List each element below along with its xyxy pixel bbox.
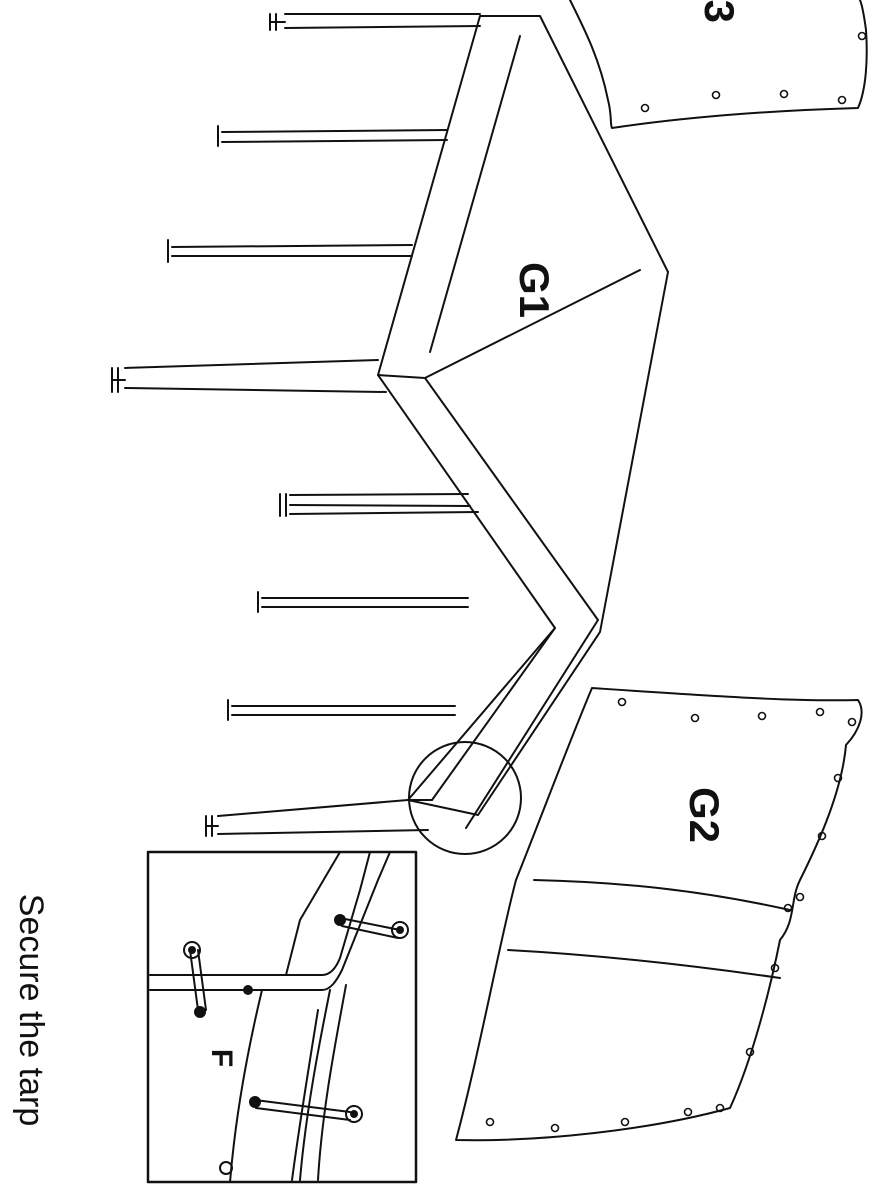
tarp-g2 <box>455 687 863 1142</box>
tarp-g3 <box>569 0 868 129</box>
frame-legs <box>111 13 481 837</box>
tarp-g1 <box>377 15 669 829</box>
label-g3: G3 <box>696 0 743 23</box>
label-g1: G1 <box>511 262 558 318</box>
detail-inset <box>146 850 418 1184</box>
detail-highlight-circle <box>408 741 522 855</box>
caption: Secure the tarp <box>12 894 50 1126</box>
label-g2: G2 <box>681 787 728 843</box>
label-fastener: F <box>205 1049 238 1067</box>
